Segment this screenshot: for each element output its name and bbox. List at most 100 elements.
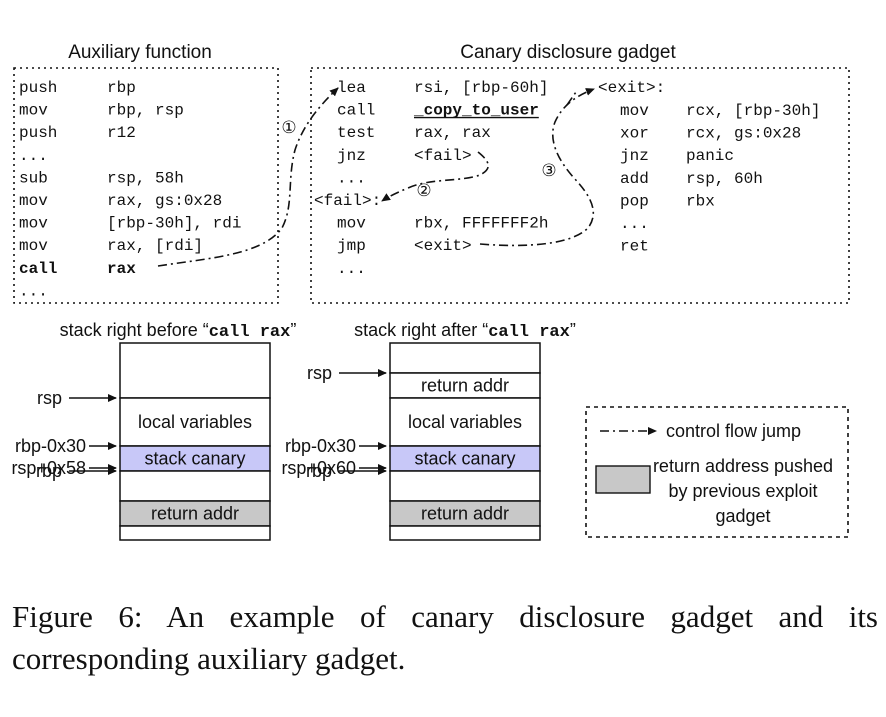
jump-2-path	[381, 151, 489, 202]
stack-after-cell-3	[389, 445, 541, 472]
stack-after-cell-2	[389, 397, 541, 447]
stack-after-cell-label-1: return addr	[421, 376, 509, 396]
aux-op-4: sub	[19, 169, 48, 187]
legend-return-line-1: return address pushed	[653, 456, 833, 476]
stack-after-pointer-label-3: rbp	[306, 461, 332, 481]
legend-return-swatch	[595, 465, 651, 494]
gadget-op-2: test	[337, 124, 375, 142]
aux-op-5: mov	[19, 192, 48, 210]
jump-3-number: ③	[541, 161, 556, 180]
stack-after-cell-4	[389, 470, 541, 502]
stack-before-pointer-label-1: rbp-0x30	[15, 436, 86, 456]
stack-after-cells: return addr local variables stack canary re…	[281, 342, 541, 541]
stack-after-cell-6	[389, 525, 541, 541]
gadget-op-0: lea	[337, 79, 366, 97]
stack-before-cell-1	[119, 397, 271, 447]
aux-args-1: rbp, rsp	[107, 102, 184, 120]
legend-box	[585, 406, 849, 538]
stack-after-diagram: stack right after “call rax” return addr…	[281, 320, 576, 541]
aux-op-8: call	[19, 260, 57, 278]
aux-args-5: rax, gs:0x28	[107, 192, 222, 210]
aux-op-1: mov	[19, 102, 48, 120]
exit-op-6: ret	[620, 238, 649, 256]
jump-3-path	[479, 88, 595, 247]
stack-after-cell-0	[389, 342, 541, 374]
gadget-args-6: rbx, FFFFFFF2h	[414, 215, 548, 233]
stack-after-pointer-label-0: rsp	[307, 363, 332, 383]
exit-op-0: mov	[620, 102, 649, 120]
exit-args-3: rsp, 60h	[686, 170, 763, 188]
aux-args-6: [rbp-30h], rdi	[107, 215, 241, 233]
gadget-op-3: jnz	[337, 147, 366, 165]
control-flow-jumps	[157, 87, 595, 267]
stack-before-pointer-label-2: rsp+0x58	[11, 458, 86, 478]
aux-op-2: push	[19, 124, 57, 142]
gadget-label-5: <fail>:	[314, 192, 381, 210]
figure-caption: Figure 6: An example of canary disclosur…	[12, 599, 878, 676]
exit-args-4: rbx	[686, 192, 715, 210]
stack-before-title-prefix: stack right before “	[60, 320, 209, 340]
jump-2-number: ②	[416, 181, 431, 200]
aux-op-7: mov	[19, 237, 48, 255]
stack-before-pointer-label-0: rsp	[37, 388, 62, 408]
gadget-op-6: mov	[337, 215, 366, 233]
exit-label: <exit>:	[598, 79, 665, 97]
aux-args-4: rsp, 58h	[107, 169, 184, 187]
aux-op-9: ...	[19, 282, 48, 300]
aux-op-3: ...	[19, 147, 48, 165]
stack-before-cell-label-1: local variables	[138, 412, 252, 432]
stack-before-cell-label-2: stack canary	[144, 449, 245, 469]
auxiliary-function-box	[13, 67, 279, 304]
stack-after-title: stack right after “call rax”	[354, 320, 576, 342]
gadget-op-1: call	[337, 102, 375, 120]
stack-after-title-suffix: ”	[570, 320, 576, 340]
aux-op-0: push	[19, 79, 57, 97]
exit-op-2: jnz	[620, 147, 649, 165]
canary-gadget-panel: Canary disclosure gadget lea rsi, [rbp-60…	[310, 42, 850, 304]
gadget-args-7: <exit>	[414, 237, 472, 255]
stack-before-title-suffix: ”	[290, 320, 296, 340]
aux-args-2: r12	[107, 124, 136, 142]
aux-args-0: rbp	[107, 79, 136, 97]
gadget-args-0: rsi, [rbp-60h]	[414, 79, 548, 97]
gadget-op-4: ...	[337, 169, 366, 187]
auxiliary-function-title: Auxiliary function	[68, 42, 212, 63]
exit-args-0: rcx, [rbp-30h]	[686, 102, 820, 120]
jump-numbers: ① ② ③	[281, 118, 556, 200]
legend-return-line-3: gadget	[715, 506, 770, 526]
jump-1-number: ①	[281, 118, 296, 137]
aux-args-8: rax	[107, 260, 136, 278]
jump-1-path	[157, 87, 339, 267]
gadget-op-8: ...	[337, 260, 366, 278]
stack-before-title-code: call rax	[209, 323, 291, 342]
legend-return-label: return address pushed by previous exploi…	[653, 456, 833, 526]
legend-return-line-2: by previous exploit	[668, 481, 817, 501]
gadget-args-1: _copy_to_user	[413, 102, 539, 120]
exit-op-4: pop	[620, 192, 649, 210]
gadget-op-7: jmp	[337, 237, 366, 255]
legend: control flow jump return address pushed …	[585, 406, 849, 538]
exit-args-2: panic	[686, 147, 734, 165]
stack-after-title-prefix: stack right after “	[354, 320, 488, 340]
stack-after-cell-label-2: local variables	[408, 412, 522, 432]
stack-after-cell-label-5: return addr	[421, 504, 509, 524]
canary-gadget-title: Canary disclosure gadget	[460, 42, 676, 63]
stack-after-pointer-label-1: rbp-0x30	[285, 436, 356, 456]
stack-after-cell-label-3: stack canary	[414, 449, 515, 469]
exit-op-1: xor	[620, 125, 649, 143]
canary-gadget-exit-code: mov rcx, [rbp-30h] xor rcx, gs:0x28 jnz panic…	[620, 102, 820, 256]
legend-jump-label: control flow jump	[666, 421, 801, 441]
exit-op-5: ...	[620, 215, 649, 233]
gadget-args-3: <fail>	[414, 147, 472, 165]
aux-args-7: rax, [rdi]	[107, 237, 203, 255]
stack-before-title: stack right before “call rax”	[60, 320, 297, 342]
exit-args-1: rcx, gs:0x28	[686, 125, 801, 143]
stack-before-cell-5	[119, 525, 271, 541]
stack-before-cell-2	[119, 445, 271, 472]
auxiliary-function-code: push rbp mov rbp, rsp push r12... sub rsp, 58h m…	[19, 79, 241, 300]
stack-before-diagram: stack right before “call rax” local vari…	[11, 320, 297, 541]
